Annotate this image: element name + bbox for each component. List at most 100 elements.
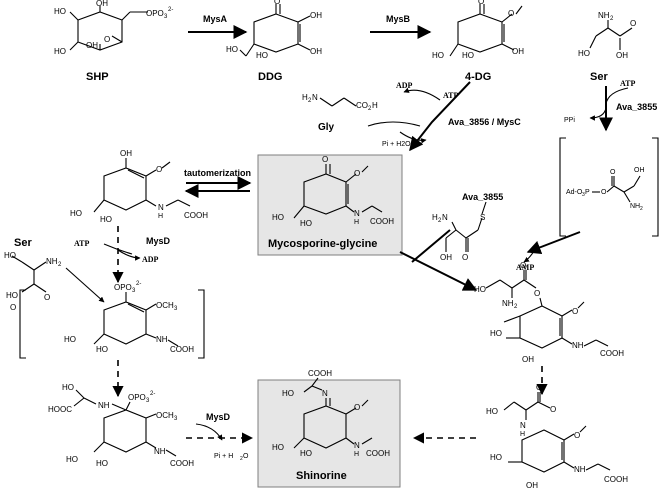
svg-text:COOH: COOH xyxy=(370,217,394,226)
svg-text:2: 2 xyxy=(610,16,614,22)
svg-text:H: H xyxy=(372,101,378,110)
ser-left-structure: HO NH 2 HO O O xyxy=(4,251,62,312)
svg-text:2: 2 xyxy=(640,206,643,212)
svg-text:HO: HO xyxy=(474,285,486,294)
adp-top-label: ADP xyxy=(396,81,413,90)
svg-text:O: O xyxy=(550,405,556,414)
pi-h2o-bottom-label: Pi + H 2 O xyxy=(214,453,249,462)
svg-text:H: H xyxy=(432,213,438,222)
svg-text:O: O xyxy=(354,169,360,178)
shinorine-label: Shinorine xyxy=(296,470,347,482)
svg-text:OH: OH xyxy=(86,41,98,50)
svg-text:NH: NH xyxy=(630,203,640,210)
atp-right-label: ATP xyxy=(620,79,636,88)
svg-text:3: 3 xyxy=(164,14,168,20)
svg-text:HO: HO xyxy=(226,45,238,54)
svg-text:2-: 2- xyxy=(150,391,155,397)
svg-text:HO: HO xyxy=(64,335,76,344)
svg-text:O: O xyxy=(572,307,578,316)
svg-text:O: O xyxy=(462,253,468,262)
svg-text:N: N xyxy=(354,209,360,218)
thioester-structure: O OH H 2 N S xyxy=(432,201,487,262)
svg-text:COOH: COOH xyxy=(170,459,194,468)
arrow-myc-ester xyxy=(399,251,478,291)
svg-text:N: N xyxy=(312,93,318,102)
svg-text:COOH: COOH xyxy=(184,211,208,220)
svg-text:Pi + H: Pi + H xyxy=(214,453,233,460)
svg-text:COOH: COOH xyxy=(366,449,390,458)
svg-text:2: 2 xyxy=(308,98,312,104)
atp-left-label: ATP xyxy=(74,239,90,248)
svg-text:O: O xyxy=(610,169,616,176)
shp-label: SHP xyxy=(86,71,109,83)
svg-text:OCH: OCH xyxy=(156,411,174,420)
gly-curve xyxy=(367,121,421,127)
svg-text:COOH: COOH xyxy=(170,345,194,354)
svg-text:O: O xyxy=(354,403,360,412)
svg-text:2: 2 xyxy=(514,304,518,310)
svg-text:HO: HO xyxy=(4,251,16,260)
svg-text:HO: HO xyxy=(66,455,78,464)
svg-text:OH: OH xyxy=(634,167,645,174)
svg-text:NH: NH xyxy=(574,465,586,474)
svg-text:HO: HO xyxy=(486,407,498,416)
mycosporine-glycine-structure: O O N H COOH HO HO xyxy=(272,155,394,228)
ester-intermediate-structure: HO NH 2 O O O NH COOH HO OH xyxy=(474,261,624,364)
svg-text:2-: 2- xyxy=(168,7,173,13)
svg-text:3: 3 xyxy=(174,416,178,422)
svg-text:N: N xyxy=(520,421,526,430)
pi-h2o-label: Pi + H2O xyxy=(382,141,411,148)
arrow-activated-thioester xyxy=(526,231,581,255)
svg-text:HO: HO xyxy=(96,459,108,468)
ddg-structure: O OH OH HO HO xyxy=(226,0,322,60)
svg-text:O: O xyxy=(156,165,162,174)
pi-curve xyxy=(399,131,427,144)
amp-label: AMP xyxy=(516,263,534,272)
svg-text:OH: OH xyxy=(310,47,322,56)
svg-text:HO: HO xyxy=(256,51,268,60)
phospho-intermediate-structure: OPO 3 2- OCH 3 NH COOH HO HO xyxy=(19,281,205,359)
svg-text:S: S xyxy=(480,213,485,222)
svg-text:HO: HO xyxy=(62,383,74,392)
svg-text:O: O xyxy=(10,303,16,312)
svg-text:OH: OH xyxy=(616,51,628,60)
svg-text:COOH: COOH xyxy=(308,369,332,378)
svg-text:COOH: COOH xyxy=(600,349,624,358)
svg-text:NH: NH xyxy=(156,335,168,344)
enol-tautomer-structure: OH O N H COOH HO HO xyxy=(70,149,208,224)
svg-text:HO: HO xyxy=(272,213,284,222)
ser-adduct-structure: OPO 3 2- OCH 3 NH HO HOOC NH COOH HO HO xyxy=(48,383,194,468)
atp-left-curve xyxy=(103,243,133,255)
svg-text:NH: NH xyxy=(572,341,584,350)
svg-text:H: H xyxy=(354,451,359,458)
gly-label: Gly xyxy=(318,122,335,133)
svg-text:HO: HO xyxy=(96,345,108,354)
svg-text:H: H xyxy=(302,93,308,102)
shinorine-structure: N HO COOH O N H COOH HO HO xyxy=(272,369,390,458)
mysD-upper-label: MysD xyxy=(146,236,171,246)
svg-text:OPO: OPO xyxy=(146,9,164,18)
atp-top-label: ATP xyxy=(443,91,459,100)
svg-text:HO: HO xyxy=(490,329,502,338)
svg-text:2: 2 xyxy=(240,456,243,462)
svg-text:HO: HO xyxy=(6,291,18,300)
svg-text:OPO: OPO xyxy=(128,393,146,402)
adp-curve xyxy=(403,87,441,101)
svg-text:OH: OH xyxy=(512,47,524,56)
arrow-4dg-myc xyxy=(409,81,471,152)
svg-text:HO: HO xyxy=(100,215,112,224)
svg-text:N: N xyxy=(442,213,448,222)
ddg-label: DDG xyxy=(258,71,282,83)
svg-text:O: O xyxy=(44,293,50,302)
svg-text:Ad-O: Ad-O xyxy=(566,189,583,196)
svg-text:O: O xyxy=(601,189,607,196)
svg-text:HOOC: HOOC xyxy=(48,405,72,414)
svg-text:HO: HO xyxy=(462,51,474,60)
svg-text:P: P xyxy=(585,189,590,196)
ser-adenylate-structure: Ad-O 3 P O O NH 2 OH xyxy=(559,137,659,237)
adp-left-curve xyxy=(117,249,141,261)
svg-text:H: H xyxy=(354,219,359,226)
svg-text:HO: HO xyxy=(54,47,66,56)
